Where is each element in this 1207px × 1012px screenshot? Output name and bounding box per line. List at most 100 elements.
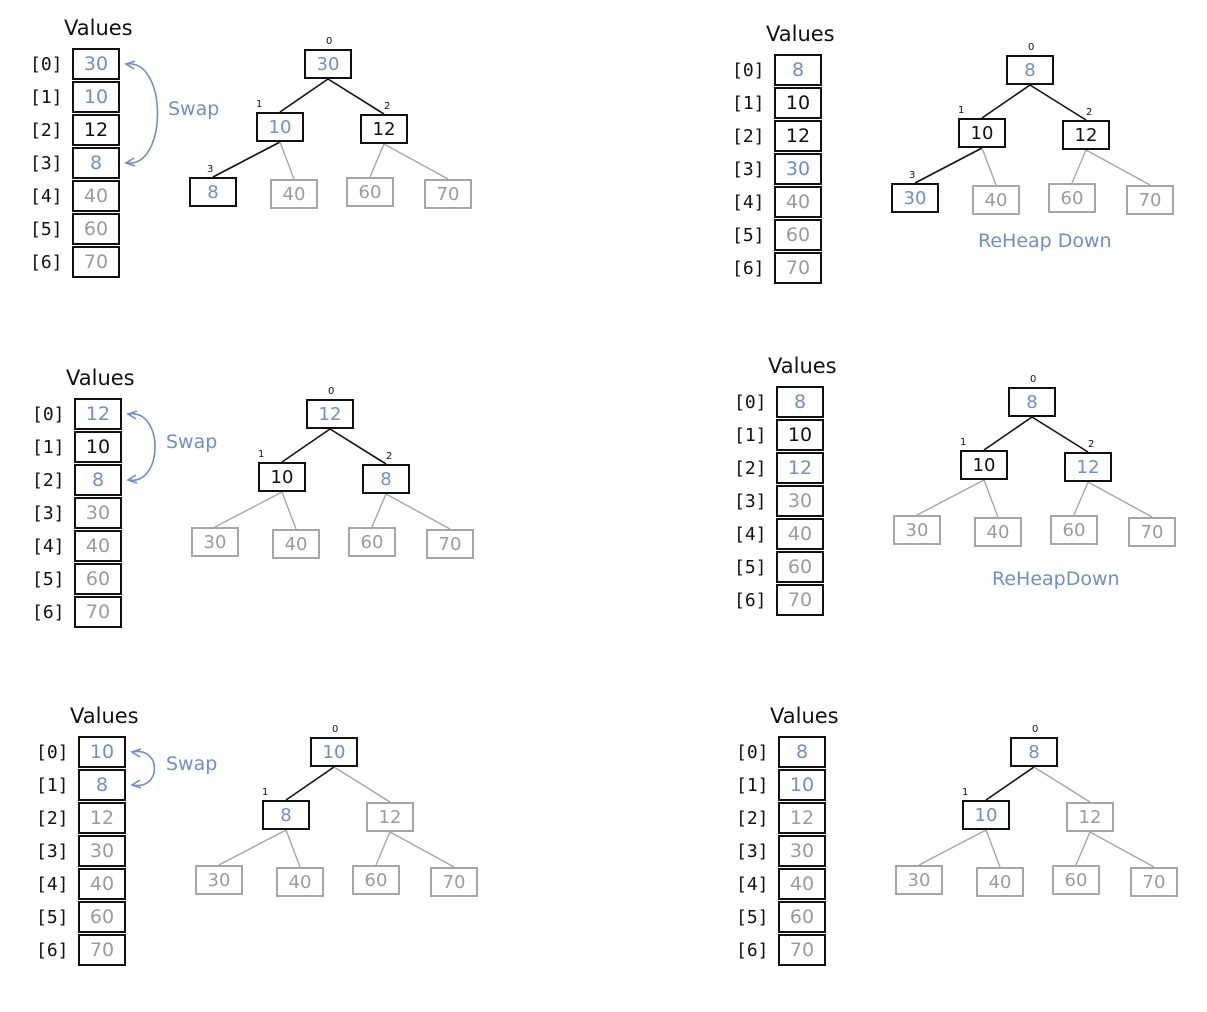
tree-edge (914, 147, 983, 184)
array-index-label: [5] (32, 569, 65, 590)
array-cell: 8 (774, 54, 822, 86)
array-title: Values (766, 22, 835, 46)
array-index-label: [4] (732, 192, 765, 213)
tree-node: 40 (972, 185, 1020, 215)
tree-edge (983, 479, 999, 518)
array-cell: 8 (776, 386, 824, 418)
array-index-label: [0] (32, 404, 65, 425)
array-cell: 40 (72, 180, 120, 212)
array-index-label: [1] (36, 775, 69, 796)
tree-node-index: 0 (1028, 42, 1035, 53)
array-index-label: [6] (32, 602, 65, 623)
tree-node-index: 1 (958, 105, 965, 116)
tree-edge (1075, 831, 1091, 866)
tree-node: 40 (974, 517, 1022, 547)
array-index-label: [0] (734, 392, 767, 413)
tree-node: 8 (189, 177, 237, 207)
tree-node: 12 (1064, 452, 1112, 482)
array-index-label: [4] (736, 874, 769, 895)
array-index-label: [0] (36, 742, 69, 763)
array-cell: 70 (776, 584, 824, 616)
array-index-label: [1] (30, 87, 63, 108)
tree-edge (369, 143, 385, 178)
array-cell: 60 (778, 901, 826, 933)
array-title: Values (768, 354, 837, 378)
array-index-label: [5] (36, 907, 69, 928)
tree-node-index: 2 (1086, 107, 1093, 118)
tree-edges (918, 766, 1155, 868)
array-cell: 60 (74, 563, 122, 595)
tree-edge (383, 143, 449, 180)
array-cell: 10 (72, 81, 120, 113)
array-cell: 8 (78, 769, 126, 801)
array-cell: 40 (776, 518, 824, 550)
array-index-label: [3] (30, 153, 63, 174)
heap-step-panel: Values[0]30[1]10[2]12[3]8[4]40[5]60[6]70… (30, 14, 590, 324)
array-cell: 40 (78, 868, 126, 900)
tree-edge (981, 147, 997, 186)
array-cell: 70 (74, 596, 122, 628)
tree-edge (1033, 766, 1091, 803)
array-index-label: [3] (736, 841, 769, 862)
array-cell: 12 (776, 452, 824, 484)
tree-node-index: 1 (256, 99, 263, 110)
swap-arrow (131, 750, 156, 787)
tree-node-index: 0 (328, 386, 335, 397)
tree-node: 60 (1050, 515, 1098, 545)
tree-node: 30 (893, 515, 941, 545)
tree-node: 60 (1048, 183, 1096, 213)
tree-edge (279, 78, 329, 113)
array-cell: 12 (778, 802, 826, 834)
array-index-label: [0] (732, 60, 765, 81)
swap-arrowhead (130, 748, 142, 758)
array-index-label: [3] (32, 503, 65, 524)
array-index-label: [0] (30, 54, 63, 75)
tree-node: 30 (891, 183, 939, 213)
tree-node: 70 (1130, 867, 1178, 897)
tree-edge (385, 493, 451, 530)
array-index-label: [3] (732, 159, 765, 180)
tree-edges (126, 410, 451, 530)
array-title: Values (64, 16, 133, 40)
array-cell: 60 (72, 213, 120, 245)
tree-edge (218, 829, 287, 866)
tree-node: 12 (366, 802, 414, 832)
tree-node: 40 (270, 179, 318, 209)
tree-node: 30 (191, 527, 239, 557)
array-cell: 30 (774, 153, 822, 185)
tree-node: 8 (362, 464, 410, 494)
array-cell: 10 (74, 431, 122, 463)
tree-edge (981, 84, 1031, 119)
tree-node-index: 1 (962, 787, 969, 798)
heap-step-panel: Values[0]10[1]8[2]12[3]30[4]40[5]60[6]70… (36, 702, 596, 1012)
swap-arrowhead (130, 779, 142, 789)
tree-node-index: 3 (207, 164, 214, 175)
array-index-label: [2] (736, 808, 769, 829)
swap-label: Swap (168, 97, 220, 120)
tree-edges (130, 748, 455, 868)
array-cell: 40 (774, 186, 822, 218)
tree-edge (916, 479, 985, 516)
tree-edge (1071, 149, 1087, 184)
tree-node: 12 (1062, 120, 1110, 150)
tree-node: 30 (195, 865, 243, 895)
array-cell: 12 (72, 114, 120, 146)
heap-step-panel: Values[0]8[1]10[2]12[3]30[4]40[5]60[6]70… (734, 352, 1207, 662)
tree-node: 70 (426, 529, 474, 559)
tree-node: 8 (1010, 737, 1058, 767)
tree-node: 40 (272, 529, 320, 559)
array-cell: 60 (776, 551, 824, 583)
tree-node: 30 (304, 49, 352, 79)
array-cell: 10 (78, 736, 126, 768)
tree-edge (1029, 84, 1087, 121)
tree-edge (375, 831, 391, 866)
tree-node: 12 (360, 114, 408, 144)
tree-edge (285, 829, 301, 868)
array-index-label: [6] (734, 590, 767, 611)
tree-node-index: 0 (332, 724, 339, 735)
array-cell: 70 (72, 246, 120, 278)
array-index-label: [1] (32, 437, 65, 458)
array-cell: 12 (74, 398, 122, 430)
tree-edge (371, 493, 387, 528)
tree-node: 40 (976, 867, 1024, 897)
